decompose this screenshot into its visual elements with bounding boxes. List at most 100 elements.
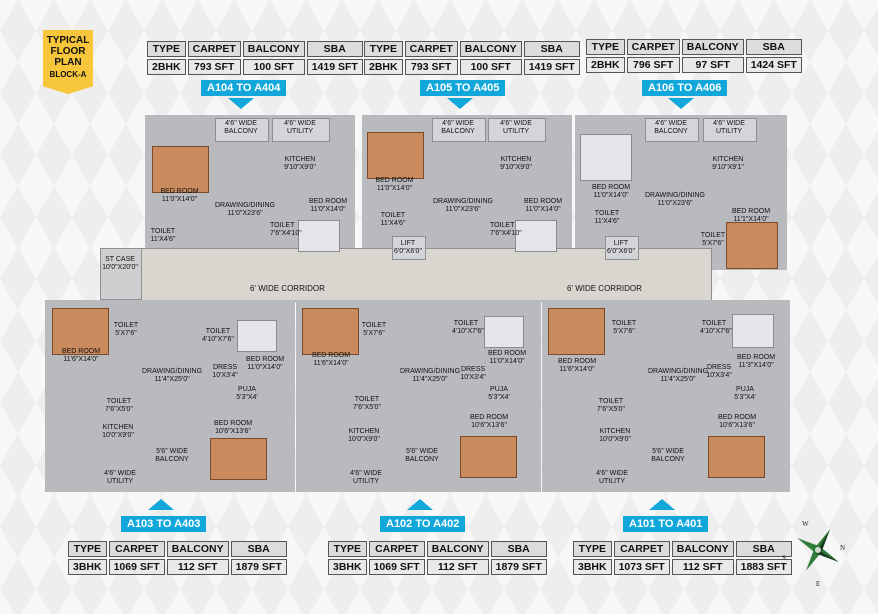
bedroom-label: BED ROOM 11'6"X14'0" [61,348,101,363]
cell-sba: 1419 SFT [306,59,363,75]
bedroom-label: BED ROOM 11'6"X14'0" [557,358,597,373]
lift [605,236,639,260]
toilet-label: TOILET 5'X7'6" [611,320,637,335]
th-carpet: CARPET [626,39,680,55]
th-balcony: BALCONY [166,541,229,557]
corridor-label-left: 6' WIDE CORRIDOR [250,284,325,293]
balcony-label: 5'6" WIDE BALCONY [405,448,439,463]
drawing-dining-label: DRAWING/DINING 11'0"X23'6" [432,198,494,213]
th-balcony: BALCONY [426,541,489,557]
bed-icon [302,308,359,355]
th-balcony: BALCONY [459,41,522,57]
bedroom-label: BED ROOM 11'3"X14'0" [736,354,776,369]
arrow-up-icon [148,499,174,510]
lift [392,236,426,260]
puja-label: PUJA 5'3"X4' [488,386,510,401]
kitchen-label: KITCHEN 10'0"X9'0" [102,424,134,439]
unit-label-a106: A106 TO A406 [642,80,728,96]
th-sba: SBA [230,541,287,557]
toilet-label: TOILET 11'X4'6" [150,228,176,243]
bed-icon [298,220,340,252]
bed-icon [460,436,517,478]
toilet-label: TOILET 5'X7'6" [113,322,139,337]
drawing-dining-label: DRAWING/DINING 11'0"X23'6" [214,202,276,217]
badge-line1: TYPICAL [46,35,90,46]
balcony [645,118,699,142]
balcony-label: 4'6" WIDE BALCONY [654,120,688,135]
arrow-down-icon [228,98,254,109]
utility [703,118,757,142]
kitchen-label: KITCHEN 10'0"X9'0" [348,428,380,443]
bed-icon [515,220,557,252]
th-type: TYPE [586,39,625,55]
toilet-label: TOILET 7'6"X4'10" [270,222,302,237]
balcony [215,118,269,142]
arrow-up-icon [649,499,675,510]
bed-icon [580,134,632,181]
compass-rose: W N S E [782,520,854,592]
toilet-label: TOILET 7'6"X5'0" [353,396,381,411]
staircase [100,248,142,300]
balcony [432,118,486,142]
th-sba: SBA [745,39,802,55]
cell-type: 3BHK [573,559,612,575]
bedroom-label: BED ROOM 11'0"X14'0" [160,188,199,203]
cell-sba: 1879 SFT [230,559,287,575]
cell-balcony: 112 SFT [426,559,489,575]
toilet-label: TOILET 11'X4'6" [594,210,620,225]
drawing-dining-label: DRAWING/DINING 11'4"X25'0" [648,368,709,383]
th-type: TYPE [573,541,612,557]
cell-carpet: 796 SFT [626,57,680,73]
toilet-label: TOILET 5'X7'6" [361,322,387,337]
cell-balcony: 112 SFT [166,559,229,575]
compass-s: S [782,554,786,562]
utility-label: 4'6" WIDE UTILITY [500,120,532,135]
bedroom-label: BED ROOM 11'6"X14'0" [311,352,351,367]
cell-type: 2BHK [147,59,186,75]
toilet-label: TOILET 4'10"X7'6" [202,328,234,343]
puja-label: PUJA 5'3"X4' [236,386,258,401]
th-balcony: BALCONY [242,41,305,57]
bedroom-label: BED ROOM 11'0"X14'0" [308,198,348,213]
utility-label: 4'6" WIDE UTILITY [596,470,628,485]
utility-label: 4'6" WIDE UTILITY [284,120,316,135]
dress-label: DRESS 10'X3'4" [706,364,732,379]
kitchen-label: KITCHEN 9'10"X9'1" [712,156,744,171]
bedroom-label: BED ROOM 11'0"X14'0" [375,177,414,192]
th-balcony: BALCONY [671,541,734,557]
arrow-up-icon [407,499,433,510]
lift-label: LIFT 6'0"X6'0" [394,240,422,255]
puja-label: PUJA 5'3"X4' [734,386,756,401]
bed-icon [237,320,277,352]
bed-icon [484,316,524,348]
bed-icon [548,308,605,355]
th-carpet: CARPET [108,541,165,557]
utility [488,118,546,142]
cell-type: 3BHK [68,559,107,575]
cell-carpet: 1073 SFT [613,559,670,575]
toilet-label: TOILET 7'6"X4'10" [490,222,522,237]
unit-label-a101: A101 TO A401 [623,516,709,532]
cell-type: 2BHK [364,59,403,75]
drawing-dining-label: DRAWING/DINING 11'4"X25'0" [142,368,203,383]
unit-label-a105: A105 TO A405 [420,80,506,96]
cell-carpet: 1069 SFT [368,559,425,575]
kitchen-label: KITCHEN 9'10"X9'0" [284,156,316,171]
cell-sba: 1419 SFT [523,59,580,75]
unit-label-a104: A104 TO A404 [201,80,287,96]
cell-carpet: 793 SFT [404,59,458,75]
utility-label: 4'6" WIDE UTILITY [104,470,136,485]
bed-icon [732,314,774,348]
cell-carpet: 793 SFT [187,59,241,75]
floor-plan-badge: TYPICAL FLOOR PLAN BLOCK-A [43,30,93,94]
th-carpet: CARPET [404,41,458,57]
cell-balcony: 97 SFT [681,57,744,73]
bedroom-label: BED ROOM 11'0"X14'0" [245,356,285,371]
th-sba: SBA [306,41,363,57]
bed-icon [726,222,778,269]
